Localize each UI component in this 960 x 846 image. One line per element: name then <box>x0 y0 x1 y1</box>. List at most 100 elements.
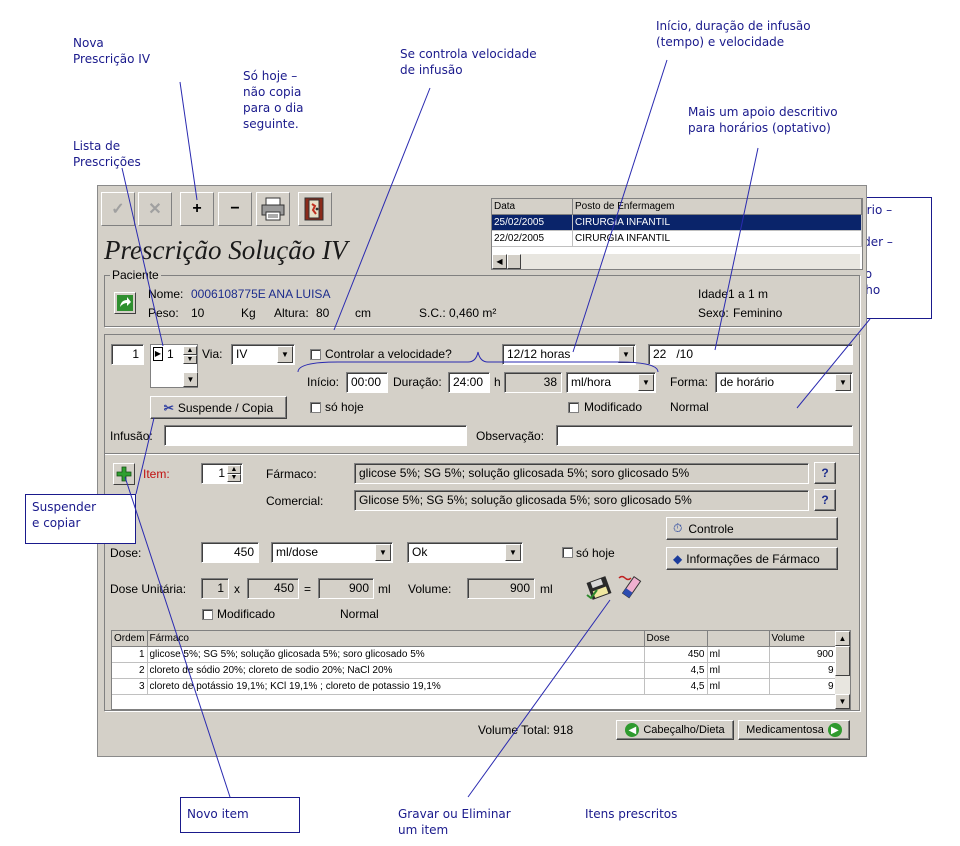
history-h-scrollbar[interactable]: ◀ <box>492 254 860 269</box>
altura-unit: cm <box>355 306 371 320</box>
patient-group-label: Paciente <box>110 268 161 282</box>
suspende-copia-label: Suspende / Copia <box>177 400 274 415</box>
sub-list-down-icon[interactable]: ▼ <box>183 372 198 387</box>
history-row[interactable]: 25/02/2005 CIRURGIA INFANTIL <box>492 214 862 231</box>
print-button[interactable] <box>256 192 290 226</box>
items-header-farmaco[interactable]: Fármaco <box>147 631 645 647</box>
suspende-copia-button[interactable]: ✂ Suspende / Copia <box>150 396 287 419</box>
superficie-corporal: S.C.: 0,460 m² <box>419 306 497 320</box>
history-row-posto: CIRURGIA INFANTIL <box>572 214 862 231</box>
item-spinner[interactable]: ▲▼ <box>227 465 241 482</box>
prescricao-modificado-checkbox[interactable] <box>568 402 579 413</box>
history-row[interactable]: 22/02/2005 CIRURGIA INFANTIL <box>492 230 862 247</box>
velocidade-unit-select[interactable]: ml/hora ▼ <box>566 372 656 393</box>
medicamentosa-button[interactable]: Medicamentosa ▶ <box>738 720 850 740</box>
chevron-down-icon[interactable]: ▼ <box>618 346 634 363</box>
item-number-field[interactable]: 1 ▲▼ <box>201 463 243 484</box>
spin-down-icon[interactable]: ▼ <box>227 473 241 482</box>
volume-label: Volume: <box>408 582 452 596</box>
chevron-down-icon[interactable]: ▼ <box>375 544 391 561</box>
table-row[interactable]: 3 cloreto de potássio 19,1%; KCl 19,1% ;… <box>112 678 837 695</box>
prescription-sub-list[interactable]: ▶ 1 ▲▼ ▼ <box>150 344 198 388</box>
infusao-field[interactable] <box>164 425 467 446</box>
farmaco-help-button[interactable]: ? <box>814 462 836 484</box>
duracao-field[interactable]: 24:00 <box>448 372 490 393</box>
horario-field[interactable]: 22 /10 <box>648 344 853 365</box>
prescription-window: ✓ ✕ + − Prescrição Solução IV Data Posto… <box>97 185 867 757</box>
suspend-copy-icon: ✂ <box>163 400 174 415</box>
dose-field[interactable]: 450 <box>201 542 259 563</box>
row-dose: 4,5 <box>644 678 708 695</box>
spin-up-icon[interactable]: ▲ <box>227 465 241 474</box>
equals-label: = <box>304 582 312 596</box>
chevron-down-icon[interactable]: ▼ <box>505 544 521 561</box>
scroll-up-icon[interactable]: ▲ <box>835 631 850 646</box>
informacoes-farmaco-button[interactable]: ◆ Informações de Fármaco <box>666 547 838 570</box>
annotation-nova-prescricao: Nova Prescrição IV <box>73 36 151 66</box>
prescription-history-list[interactable]: Data Posto de Enfermagem 25/02/2005 CIRU… <box>491 198 863 270</box>
items-header-dose[interactable]: Dose <box>644 631 708 647</box>
patient-refresh-button[interactable] <box>114 292 136 314</box>
frequencia-select[interactable]: 12/12 horas ▼ <box>502 344 636 365</box>
patient-group <box>104 275 860 327</box>
peso-label: Peso: <box>148 306 179 320</box>
row-volume: 900 <box>769 646 837 663</box>
scroll-down-icon[interactable]: ▼ <box>835 694 850 709</box>
annotation-itens-prescritos: Itens prescritos <box>585 807 678 821</box>
spin-down-icon[interactable]: ▼ <box>183 355 197 364</box>
history-header-posto[interactable]: Posto de Enfermagem <box>572 199 862 215</box>
controle-button[interactable]: ⏱ Controle <box>666 517 838 540</box>
row-farmaco: cloreto de potássio 19,1%; KCl 19,1% ; c… <box>147 678 645 695</box>
via-select[interactable]: IV ▼ <box>231 344 295 365</box>
row-ordem: 2 <box>112 662 148 679</box>
table-row[interactable]: 1 glicose 5%; SG 5%; solução glicosada 5… <box>112 646 837 663</box>
exit-button[interactable] <box>298 192 332 226</box>
comercial-field: Glicose 5%; SG 5%; solução glicosada 5%;… <box>354 490 809 511</box>
item-status-select[interactable]: Ok ▼ <box>407 542 523 563</box>
items-header-unit[interactable] <box>707 631 770 647</box>
new-prescription-button[interactable]: + <box>180 192 214 226</box>
inicio-field[interactable]: 00:00 <box>346 372 388 393</box>
row-unit: ml <box>707 678 770 695</box>
scroll-thumb[interactable] <box>835 646 850 676</box>
page-title: Prescrição Solução IV <box>104 235 348 265</box>
door-exit-icon <box>304 197 324 221</box>
annotation-lista-prescricoes: Lista de Prescrições <box>73 139 141 169</box>
forma-select[interactable]: de horário ▼ <box>715 372 853 393</box>
save-item-button[interactable] <box>584 573 614 603</box>
ok-button[interactable]: ✓ <box>101 192 135 226</box>
spin-up-icon[interactable]: ▲ <box>183 346 197 355</box>
dose-unit-select[interactable]: ml/dose ▼ <box>271 542 393 563</box>
items-v-scrollbar[interactable]: ▲ ▼ <box>835 631 850 709</box>
row-dose: 450 <box>644 646 708 663</box>
comercial-help-button[interactable]: ? <box>814 489 836 511</box>
annotation-so-hoje: Só hoje – não copia para o dia seguinte. <box>243 69 304 131</box>
items-table[interactable]: Ordem Fármaco Dose Volume 1 glicose 5%; … <box>111 630 851 710</box>
so-hoje-checkbox[interactable] <box>310 402 321 413</box>
items-header-ordem[interactable]: Ordem <box>112 631 148 647</box>
row-dose: 4,5 <box>644 662 708 679</box>
scroll-thumb[interactable] <box>507 254 521 269</box>
delete-prescription-button[interactable]: − <box>218 192 252 226</box>
controlar-velocidade-checkbox[interactable] <box>310 349 321 360</box>
via-label: Via: <box>202 347 223 361</box>
table-row[interactable]: 2 cloreto de sódio 20%; cloreto de sodio… <box>112 662 837 679</box>
history-header-data[interactable]: Data <box>492 199 573 215</box>
velocidade-unit-value: ml/hora <box>571 375 612 389</box>
chevron-down-icon[interactable]: ▼ <box>835 374 851 391</box>
delete-item-button[interactable] <box>616 573 646 603</box>
chevron-down-icon[interactable]: ▼ <box>638 374 654 391</box>
new-item-button[interactable] <box>113 463 135 485</box>
item-modificado-checkbox[interactable] <box>202 609 213 620</box>
prescription-number-field[interactable]: 1 <box>111 344 144 365</box>
scroll-left-icon[interactable]: ◀ <box>492 254 507 269</box>
cabecalho-dieta-button[interactable]: ◀ Cabeçalho/Dieta <box>616 720 734 740</box>
sub-spinner[interactable]: ▲▼ <box>183 346 197 364</box>
item-so-hoje-checkbox[interactable] <box>562 547 573 558</box>
items-header-volume[interactable]: Volume <box>769 631 837 647</box>
item-modificado-label: Modificado <box>217 607 276 621</box>
cancel-button[interactable]: ✕ <box>138 192 172 226</box>
chevron-down-icon[interactable]: ▼ <box>277 346 293 363</box>
observacao-field[interactable] <box>556 425 853 446</box>
row-volume: 9 <box>769 678 837 695</box>
